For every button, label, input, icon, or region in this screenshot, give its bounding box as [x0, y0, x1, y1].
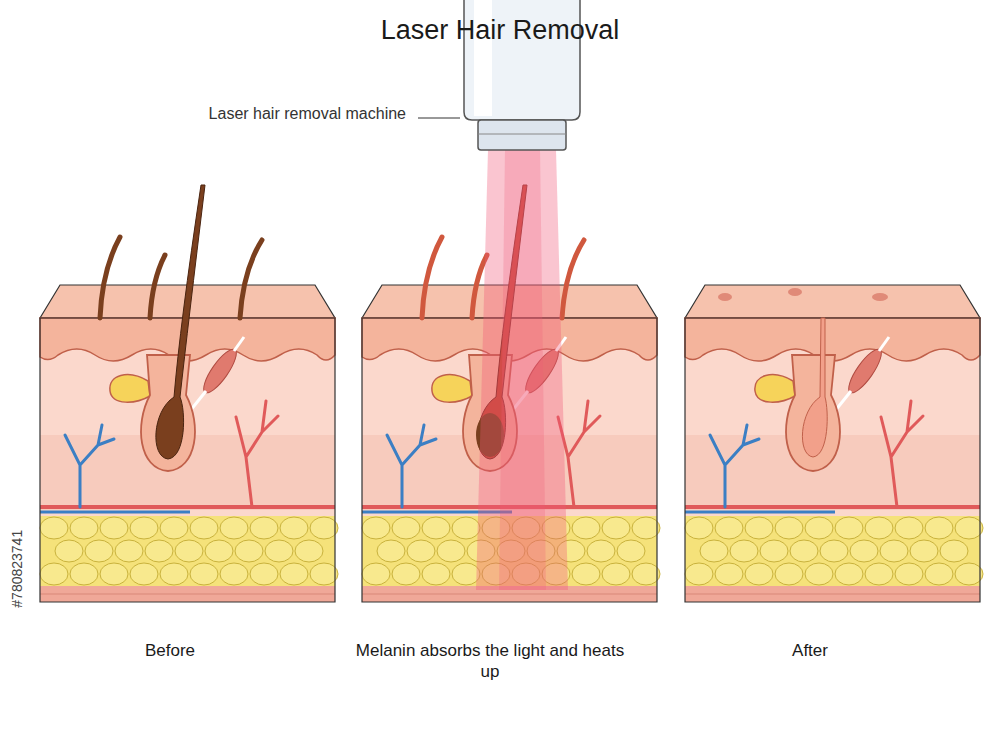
stage-caption: Melanin absorbs the light and heats up	[355, 640, 625, 683]
machine-label: Laser hair removal machine	[200, 104, 406, 124]
watermark-number: #780823741	[9, 509, 27, 629]
stage-caption: After	[710, 640, 910, 661]
title: Laser Hair Removal	[200, 14, 800, 48]
stage-caption: Before	[70, 640, 270, 661]
